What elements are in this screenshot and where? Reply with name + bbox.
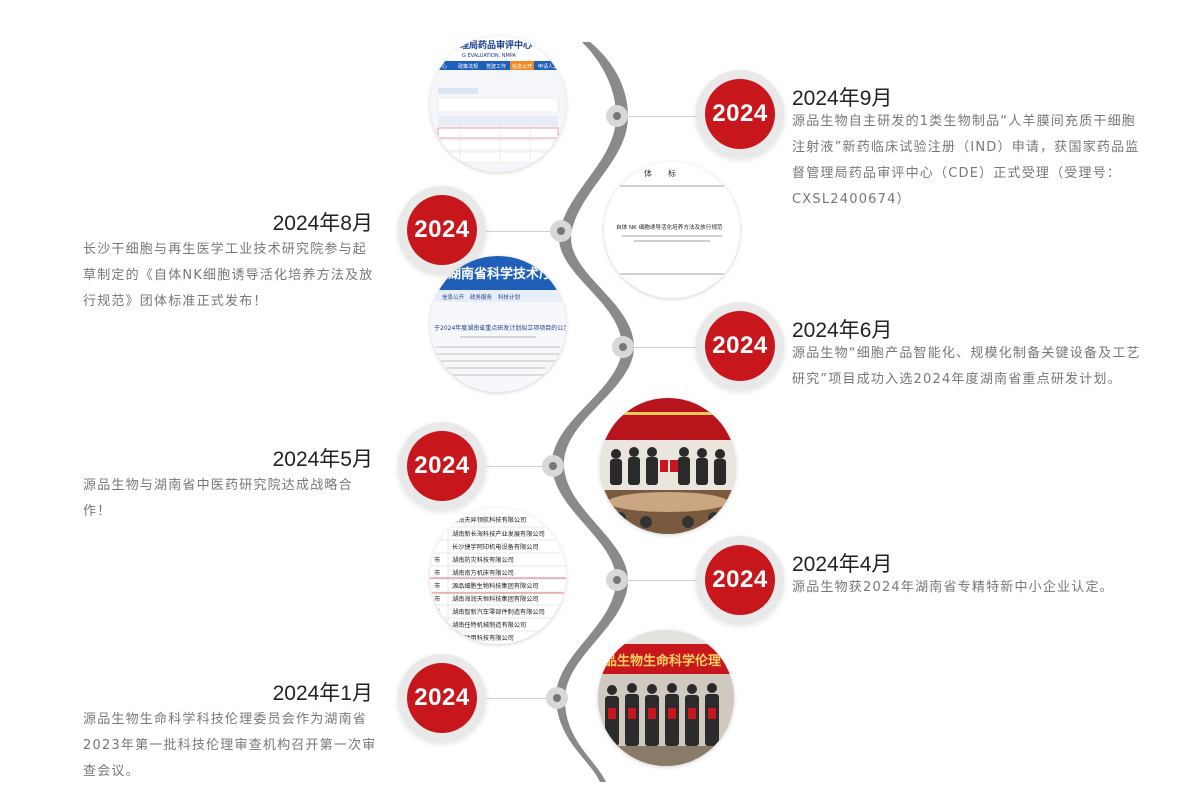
hunan-nav-2: 政务服务: [470, 293, 493, 301]
connector-line: [486, 231, 550, 232]
year-badge-label: 2024: [407, 431, 477, 501]
group-standard-thumbnail: 体 标 自体 NK 细胞诱导活化培养方法及放行规范: [604, 162, 740, 298]
event-description: 源品生物“细胞产品智能化、规模化制备关键设备及工艺研究”项目成功入选2024年度…: [792, 346, 1141, 387]
standard-title: 自体 NK 细胞诱导活化培养方法及放行规范: [616, 223, 723, 231]
year-badge: 2024: [696, 302, 784, 390]
company-row: 湖南新长海科技产业发展有限公司: [452, 530, 545, 538]
connector-line: [628, 116, 696, 117]
event-date: 2024年8月: [272, 212, 373, 235]
standard-heading: 体 标: [644, 168, 676, 178]
event-description: 源品生物自主研发的1类生物制品“人羊膜间充质干细胞注射液”新药临床试验注册（IN…: [792, 114, 1140, 207]
timeline-node: [612, 336, 634, 358]
year-badge: 2024: [696, 70, 784, 158]
timeline-node: [542, 455, 564, 477]
timeline-node: [606, 569, 628, 591]
company-row: 湖南致用科技有限公司: [452, 634, 514, 642]
signing-ceremony-photo: [600, 398, 736, 534]
timeline-node: [550, 220, 572, 242]
company-row: 湖南防灾科技有限公司: [452, 556, 514, 564]
connector-line: [486, 466, 542, 467]
nmpa-header-en: G EVALUATION, NMPA: [462, 53, 517, 59]
hunan-notice-thumbnail: 湖南省科学技术厅 信息公开 政务服务 科技计划 于2024年度湖南省重点研发计划…: [430, 256, 566, 392]
connector-line: [634, 347, 696, 348]
connector-line: [486, 698, 546, 699]
year-badge-label: 2024: [705, 79, 775, 149]
company-row: 湖南海润天恒科技集团有限公司: [452, 595, 539, 603]
event-date: 2024年6月: [792, 319, 893, 342]
year-badge-label: 2024: [705, 545, 775, 615]
hunan-header-text: 湖南省科学技术厅: [448, 266, 552, 282]
city-cell: 市: [434, 595, 440, 603]
company-row-highlighted: 源品细胞生物科技集团有限公司: [452, 582, 539, 590]
event-date: 2024年5月: [272, 448, 373, 471]
hunan-notice-title: 于2024年度湖南省重点研发计划拟立项项目的公示: [434, 324, 566, 332]
event-description: 长沙干细胞与再生医学工业技术研究院参与起草制定的《自体NK细胞诱导活化培养方法及…: [83, 242, 374, 309]
year-badge: 2024: [398, 654, 486, 742]
year-badge: 2024: [398, 186, 486, 274]
year-badge-label: 2024: [407, 663, 477, 733]
timeline-node: [546, 687, 568, 709]
year-badge-label: 2024: [705, 311, 775, 381]
nmpa-screenshot-thumbnail: 理局药品审评中心 G EVALUATION, NMPA 评中心 政策法规 党建工…: [430, 36, 566, 172]
hunan-nav-1: 信息公开: [442, 293, 465, 301]
hunan-nav-3: 科技计划: [498, 293, 520, 301]
ethics-committee-photo: 品生物生命科学伦理: [598, 630, 734, 766]
event-description: 源品生物与湖南省中医药研究院达成战略合作！: [83, 478, 353, 519]
nmpa-nav-2: 政策法规: [458, 63, 478, 70]
event-date: 2024年4月: [792, 553, 893, 576]
year-badge-label: 2024: [407, 195, 477, 265]
nmpa-nav-4: 信息公开: [512, 63, 532, 70]
nmpa-nav-3: 党建工作: [486, 63, 506, 70]
year-badge: 2024: [696, 536, 784, 624]
nmpa-header-text: 理局药品审评中心: [460, 39, 532, 51]
ethics-banner-text: 品生物生命科学伦理: [604, 653, 721, 669]
company-row: 湖南任特机械制造有限公司: [452, 621, 526, 629]
company-row: 长沙捷宇阿印机电设备有限公司: [452, 543, 539, 551]
company-row: 湖南南方机床有限公司: [452, 569, 514, 577]
year-badge: 2024: [398, 422, 486, 510]
event-date: 2024年9月: [792, 87, 893, 110]
company-list-thumbnail: 湖南天异领航科技有限公司 湖南新长海科技产业发展有限公司 长沙捷宇阿印机电设备有…: [430, 508, 566, 644]
nmpa-nav-5: 申请人之: [538, 63, 558, 70]
timeline-node: [606, 105, 628, 127]
event-description: 源品生物获2024年湖南省专精特新中小企业认定。: [792, 580, 1114, 595]
city-cell: 市: [434, 569, 440, 577]
company-row: 湖南天异领航科技有限公司: [452, 516, 526, 524]
city-cell: 市: [434, 582, 440, 590]
connector-line: [628, 580, 696, 581]
city-cell: 市: [434, 556, 440, 564]
company-row: 湖南智新汽车零部件制造有限公司: [452, 608, 545, 616]
event-description: 源品生物生命科学科技伦理委员会作为湖南省2023年第一批科技伦理审查机构召开第一…: [83, 712, 377, 779]
event-date: 2024年1月: [272, 682, 373, 705]
